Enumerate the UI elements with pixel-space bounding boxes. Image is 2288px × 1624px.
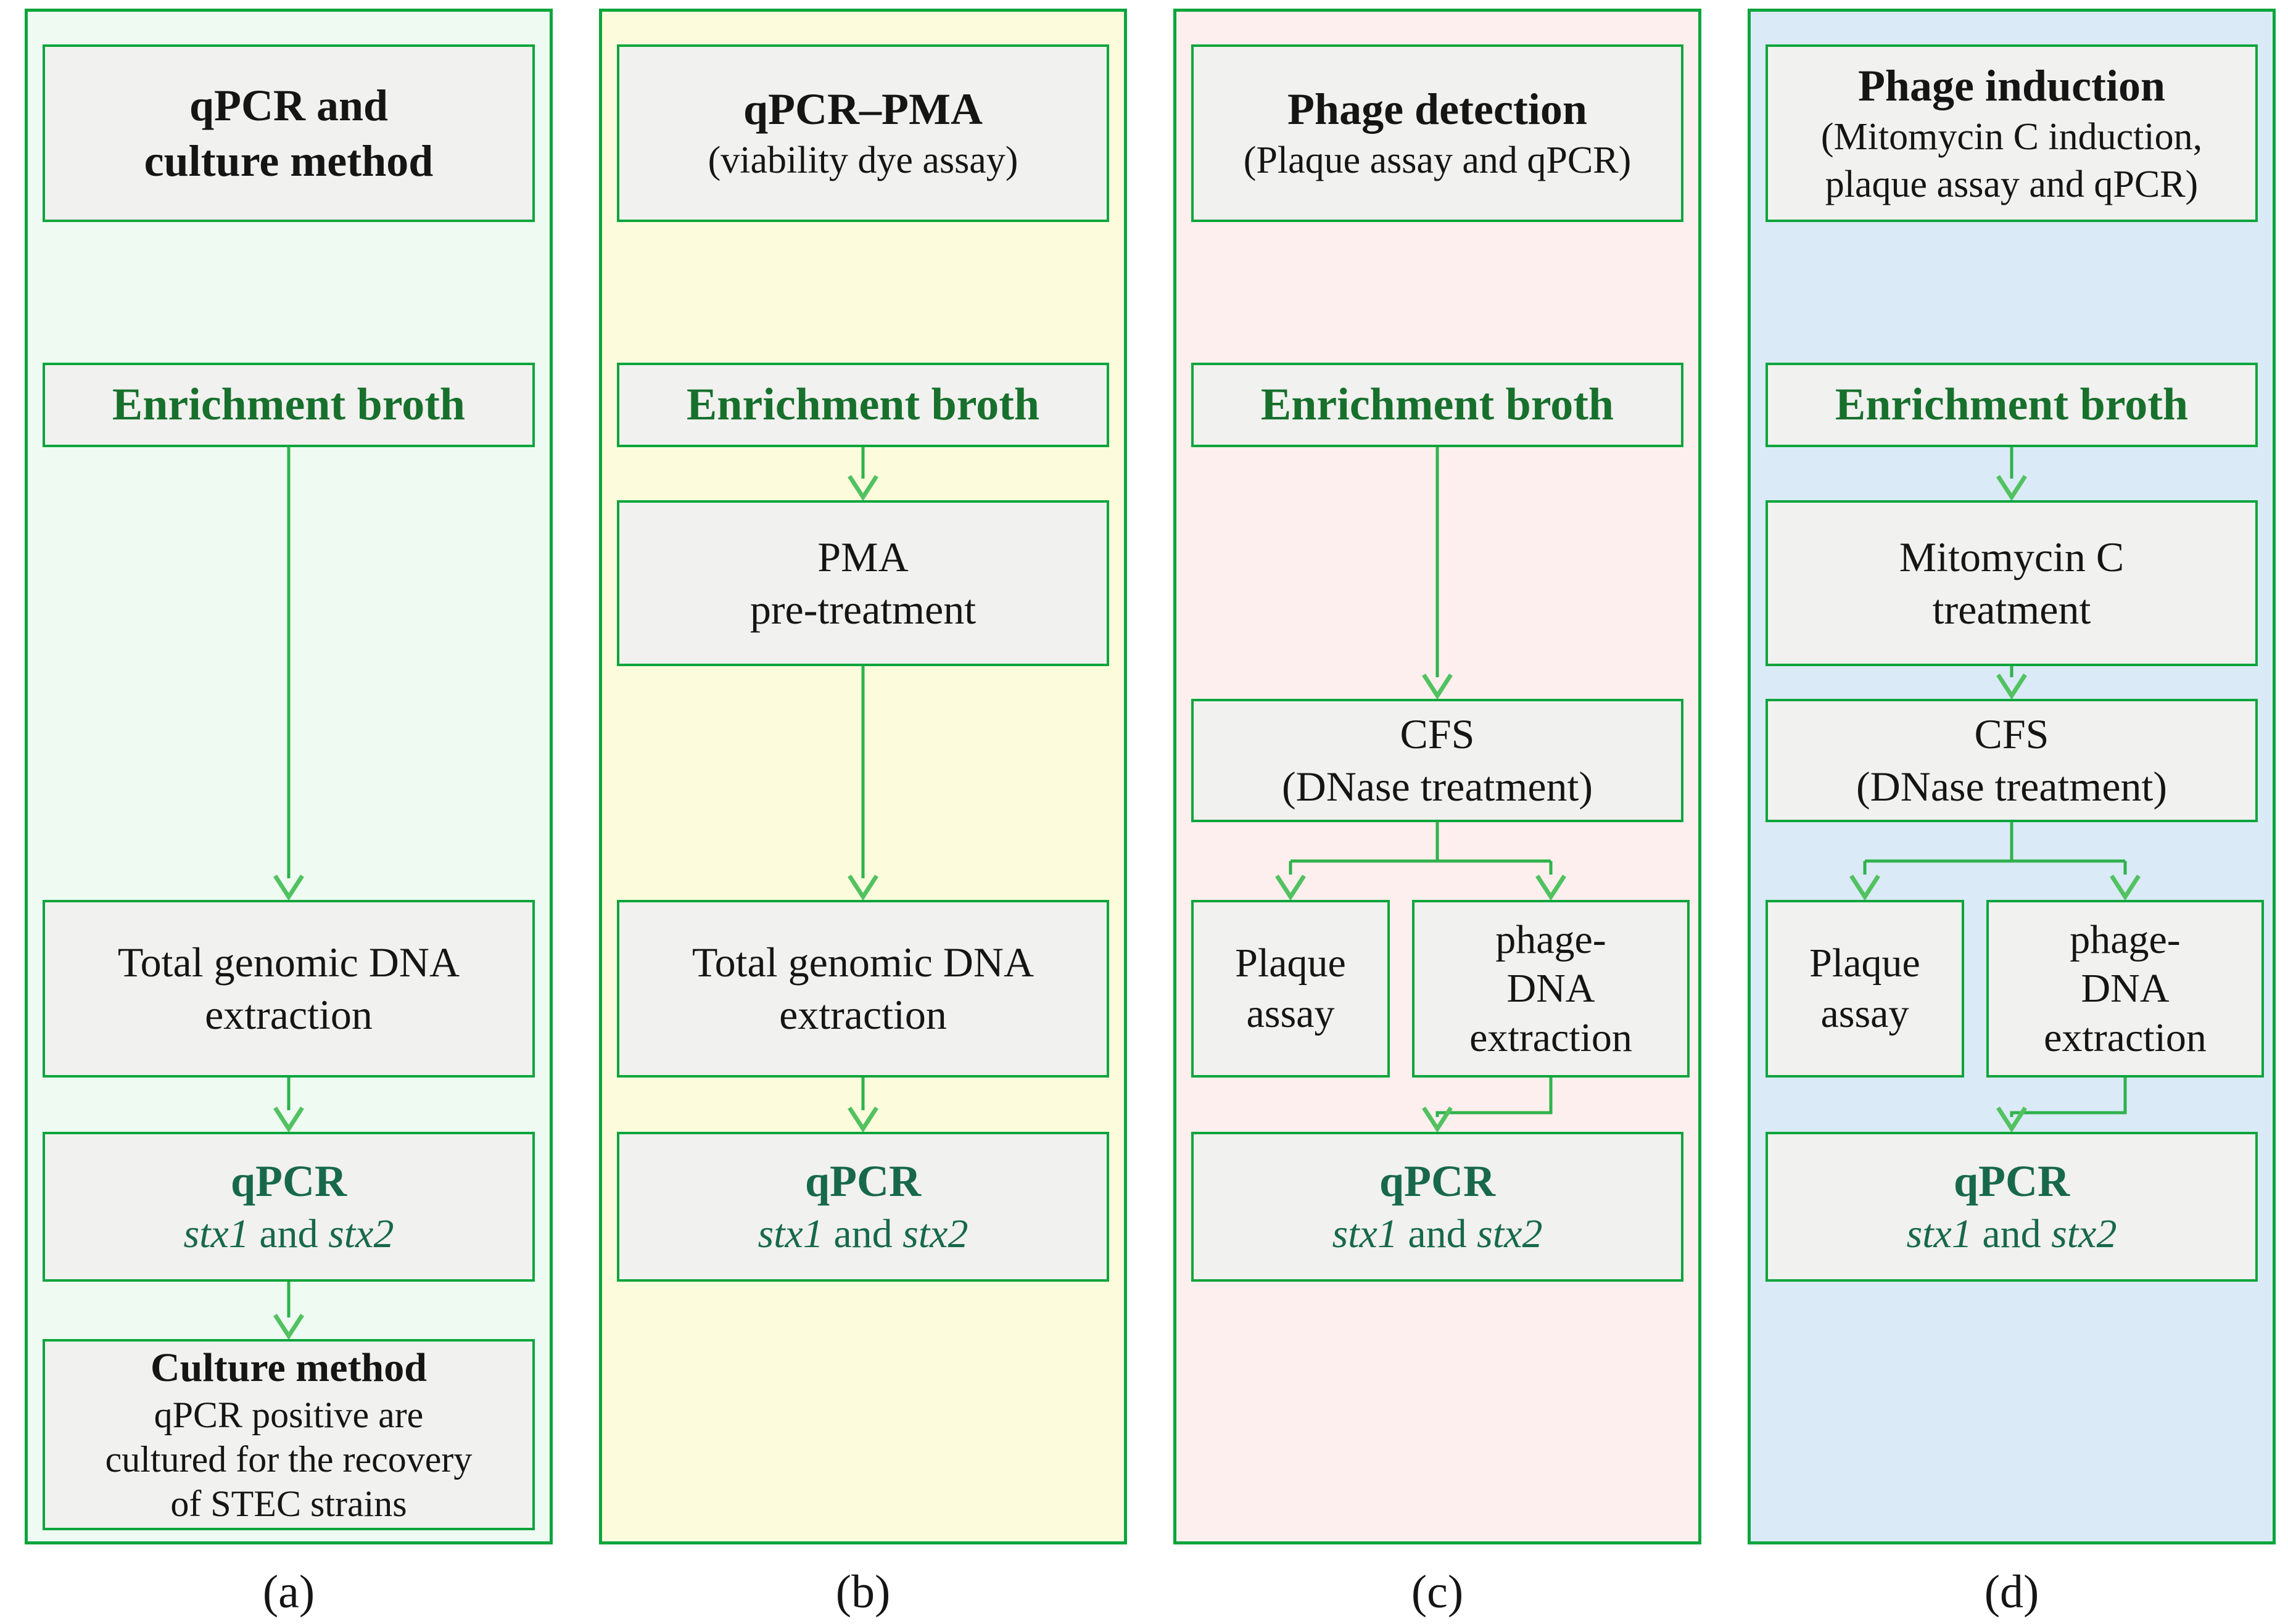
total-dna-box: Total genomic DNA extraction [617,900,1109,1078]
title-box: Phage induction (Mitomycin C induction, … [1766,44,2258,222]
total-dna-label: extraction [205,991,373,1038]
cfs-label: CFS [1400,711,1475,757]
panel-d: Phage induction (Mitomycin C induction, … [1748,9,2276,1544]
plaque-assay-label: assay [1246,991,1335,1036]
mitomycin-label: treatment [1932,585,2091,633]
pma-pretreatment-box: PMA pre-treatment [617,500,1109,666]
panel-subtitle: plaque assay and qPCR) [1825,163,2199,205]
panel-title: Phage detection [1287,84,1587,134]
pma-label: pre-treatment [750,585,977,633]
cfs-dnase-box: CFS (DNase treatment) [1191,699,1683,822]
phage-dna-label: phage- [1495,917,1606,963]
panel-a: qPCR and culture method Enrichment broth… [25,9,553,1544]
total-dna-label: extraction [779,991,947,1038]
panel-title: qPCR–PMA [743,84,983,134]
enrichment-broth-box: Enrichment broth [617,363,1109,447]
phage-dna-label: DNA [2081,966,2170,1012]
plaque-assay-box: Plaque assay [1191,900,1390,1078]
total-dna-label: Total genomic DNA [692,939,1035,986]
stx-genes-label: stx1 and stx2 [758,1211,968,1257]
culture-method-box: Culture method qPCR positive are culture… [43,1339,535,1530]
panel-label-a: (a) [262,1566,315,1618]
stx-genes-label: stx1 and stx2 [1332,1211,1543,1257]
panel-title: Phage induction [1857,60,2166,110]
phage-dna-label: DNA [1506,966,1595,1012]
enrichment-broth-label: Enrichment broth [686,379,1040,431]
qpcr-box: qPCR stx1 and stx2 [43,1132,535,1282]
plaque-assay-label: assay [1820,991,1909,1036]
stx-genes-label: stx1 and stx2 [183,1211,394,1257]
plaque-assay-label: Plaque [1809,940,1920,986]
phage-dna-extraction-box: phage- DNA extraction [1412,900,1690,1078]
plaque-assay-box: Plaque assay [1766,900,1964,1078]
stx-genes-label: stx1 and stx2 [1906,1211,2117,1257]
enrichment-broth-box: Enrichment broth [43,363,535,447]
panel-label-b: (b) [835,1566,891,1618]
pma-label: PMA [817,533,909,580]
flow-arrows-b [848,447,878,1133]
title-box: qPCR and culture method [43,44,535,222]
plaque-assay-label: Plaque [1235,940,1346,986]
qpcr-box: qPCR stx1 and stx2 [1191,1132,1683,1282]
workflow-panels: qPCR and culture method Enrichment broth… [25,9,2276,1544]
total-dna-label: Total genomic DNA [117,939,460,986]
mitomycin-treatment-box: Mitomycin C treatment [1766,500,2258,666]
cfs-label: (DNase treatment) [1856,763,2168,810]
phage-dna-label: extraction [2044,1015,2207,1060]
panel-title: qPCR and [189,81,389,130]
enrichment-broth-label: Enrichment broth [1260,379,1614,431]
enrichment-broth-label: Enrichment broth [1835,379,2189,431]
panel-title: culture method [144,136,434,186]
panel-b: qPCR–PMA (viability dye assay) Enrichmen… [599,9,1127,1544]
qpcr-label: qPCR [804,1156,921,1206]
flow-arrows-a [273,447,304,1340]
cfs-dnase-box: CFS (DNase treatment) [1766,699,2258,822]
title-box: Phage detection (Plaque assay and qPCR) [1191,44,1683,222]
phage-dna-label: extraction [1469,1015,1632,1060]
culture-method-desc: qPCR positive are [154,1394,424,1435]
phage-dna-extraction-box: phage- DNA extraction [1986,900,2264,1078]
qpcr-box: qPCR stx1 and stx2 [1766,1132,2258,1282]
enrichment-broth-box: Enrichment broth [1191,363,1683,447]
qpcr-box: qPCR stx1 and stx2 [617,1132,1109,1282]
total-dna-box: Total genomic DNA extraction [43,900,535,1078]
title-box: qPCR–PMA (viability dye assay) [617,44,1109,222]
mitomycin-label: Mitomycin C [1899,533,2125,580]
panel-subtitle: (Plaque assay and qPCR) [1243,139,1632,182]
panel-subtitle: (Mitomycin C induction, [1820,115,2203,158]
enrichment-broth-label: Enrichment broth [112,379,466,431]
cfs-label: (DNase treatment) [1281,763,1593,810]
qpcr-label: qPCR [230,1156,347,1206]
qpcr-label: qPCR [1953,1156,2070,1206]
qpcr-label: qPCR [1379,1156,1495,1206]
panel-label-c: (c) [1411,1566,1464,1618]
panel-subtitle: (viability dye assay) [708,139,1018,182]
panel-label-d: (d) [1984,1566,2039,1618]
panel-c: Phage detection (Plaque assay and qPCR) … [1173,9,1701,1544]
culture-method-label: Culture method [151,1345,427,1391]
panel-labels: (a) (b) (c) (d) [25,1544,2276,1619]
culture-method-desc: cultured for the recovery [105,1438,473,1480]
cfs-label: CFS [1974,711,2049,757]
enrichment-broth-box: Enrichment broth [1766,363,2258,447]
phage-dna-label: phage- [2070,917,2181,963]
culture-method-desc: of STEC strains [170,1483,407,1524]
